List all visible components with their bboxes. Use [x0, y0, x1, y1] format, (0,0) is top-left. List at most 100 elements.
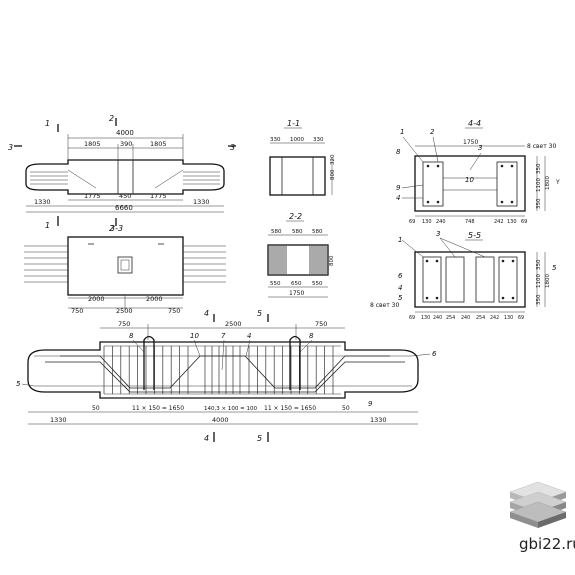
s55-b6: 254 — [476, 315, 485, 321]
re-seg-2: 11 × 150 = 1650 — [132, 405, 184, 412]
s44-side-total: 1800 — [545, 176, 551, 190]
main-elevation: 4000 1805 390 1805 1775 450 1775 1330 13… — [8, 114, 236, 233]
re-callout-10: 10 — [190, 332, 199, 340]
dim-overall-length: 6660 — [115, 204, 133, 212]
re-overall-right: 1330 — [370, 416, 387, 424]
s11-side-2: 320 — [330, 154, 336, 165]
plan-dim-right: 2000 — [146, 295, 163, 303]
re-callout-8b: 8 — [309, 332, 314, 340]
title-3-3: 3-3 — [110, 224, 123, 233]
s44-b1: 69 — [409, 219, 415, 225]
s44-callout-9: 9 — [396, 184, 401, 192]
s55-b4: 254 — [446, 315, 455, 321]
s55-callout-5a: 5 — [398, 294, 403, 302]
re-mark-4-top: 4 — [204, 309, 209, 318]
s44-callout-4: 4 — [396, 194, 400, 202]
re-mark-5-top: 5 — [257, 309, 262, 318]
section-mark-2-bottom: 2 — [109, 224, 114, 233]
s44-callout-3: 3 — [478, 144, 482, 152]
s44-callout-8: 8 — [396, 148, 401, 156]
s44-side-2: 1100 — [536, 178, 542, 192]
dim-bottom-left: 1775 — [84, 192, 101, 200]
re-callout-8a: 8 — [129, 332, 134, 340]
s22-overall: 1750 — [289, 290, 304, 297]
re-overall-mid: 4000 — [212, 416, 229, 424]
s22-top-1: 580 — [271, 229, 282, 235]
s44-b7: 69 — [521, 219, 527, 225]
section-mark-1-bottom: 1 — [45, 221, 50, 230]
s22-bottom-2: 650 — [291, 281, 302, 287]
re-top-2: 2500 — [225, 320, 242, 328]
section-2-2: 2-2 580 580 580 550 650 550 1750 800 — [267, 212, 335, 298]
re-callout-6: 6 — [432, 350, 437, 358]
s55-side-1: 350 — [536, 259, 542, 270]
plan-dim-left: 2000 — [88, 295, 105, 303]
s55-b7: 242 — [490, 315, 499, 321]
s44-b3: 240 — [436, 219, 446, 225]
s55-b8: 130 — [504, 315, 513, 321]
s44-side-1: 350 — [536, 163, 542, 174]
re-seg-3: 140,3 × 100 = 100 — [204, 406, 257, 412]
section-5-5: 5-5 1 3 6 4 5 5 8 свет 30 350 1100 350 1… — [370, 230, 557, 321]
s44-b2: 130 — [422, 219, 432, 225]
s55-b3: 240 — [433, 315, 442, 321]
s11-dim-1: 330 — [270, 137, 281, 143]
s44-y-label: Y — [555, 179, 560, 186]
dim-end-right: 1330 — [193, 198, 210, 206]
re-top-3: 750 — [315, 320, 327, 328]
dim-top-mid: 390 — [120, 140, 132, 148]
s22-bottom-3: 550 — [312, 281, 323, 287]
re-top-1: 750 — [118, 320, 130, 328]
section-4-4: 4-4 1750 8 свет 30 1 2 3 8 9 4 10 350 11… — [396, 119, 560, 225]
reinforcement-elevation: 750 2500 750 8 10 7 4 8 6 5 9 4 5 4 5 50… — [16, 309, 437, 443]
s55-b5: 240 — [461, 315, 470, 321]
site-watermark: gbi22.ru — [519, 535, 575, 553]
plan-bottom-mid: 2500 — [116, 307, 133, 315]
re-seg-4: 11 × 150 = 1650 — [264, 405, 316, 412]
s55-side-total: 1800 — [545, 274, 551, 288]
s44-b5: 242 — [494, 219, 504, 225]
dim-overall-top: 4000 — [116, 129, 134, 137]
dim-top-right: 1805 — [150, 140, 167, 148]
s44-top-dim: 1750 — [463, 139, 478, 146]
s44-callout-1: 1 — [400, 128, 404, 136]
s55-b1: 69 — [409, 315, 415, 321]
s55-side-3: 350 — [536, 294, 542, 305]
s44-note: 8 свет 30 — [527, 143, 556, 150]
section-1-1: 1-1 330 1000 330 800 320 — [269, 119, 336, 196]
s11-dim-3: 330 — [313, 137, 324, 143]
s44-b6: 130 — [507, 219, 517, 225]
s22-side: 800 — [329, 255, 335, 266]
dim-bottom-mid: 450 — [119, 192, 131, 200]
plan-bottom-left: 750 — [71, 307, 83, 315]
s55-callout-4: 4 — [398, 284, 402, 292]
title-1-1: 1-1 — [287, 119, 300, 128]
re-overall-left: 1330 — [50, 416, 67, 424]
re-mark-4-bottom: 4 — [204, 434, 209, 443]
s11-side-1: 800 — [330, 169, 336, 180]
title-4-4: 4-4 — [468, 119, 481, 128]
s44-b4: 748 — [465, 219, 475, 225]
dim-bottom-right: 1775 — [150, 192, 167, 200]
s22-top-2: 580 — [292, 229, 303, 235]
section-mark-3-right: 3 — [230, 143, 235, 152]
re-callout-4: 4 — [247, 332, 251, 340]
s11-dim-2: 1000 — [290, 137, 304, 143]
s22-top-3: 580 — [312, 229, 323, 235]
s55-callout-3: 3 — [436, 230, 440, 238]
s55-side-2: 1100 — [536, 274, 542, 288]
title-5-5: 5-5 — [468, 231, 481, 240]
s44-callout-2: 2 — [430, 128, 435, 136]
plan-bottom-right: 750 — [168, 307, 180, 315]
section-mark-1-top: 1 — [45, 119, 50, 128]
re-callout-5: 5 — [16, 380, 21, 388]
s55-b9: 69 — [518, 315, 524, 321]
plan-view: 2000 2000 750 2500 750 — [24, 236, 226, 315]
s44-callout-10: 10 — [465, 176, 474, 184]
stirrups — [103, 346, 334, 394]
s55-callout-1: 1 — [398, 236, 402, 244]
dim-end-left: 1330 — [34, 198, 51, 206]
s55-note: 8 свет 30 — [370, 302, 399, 309]
